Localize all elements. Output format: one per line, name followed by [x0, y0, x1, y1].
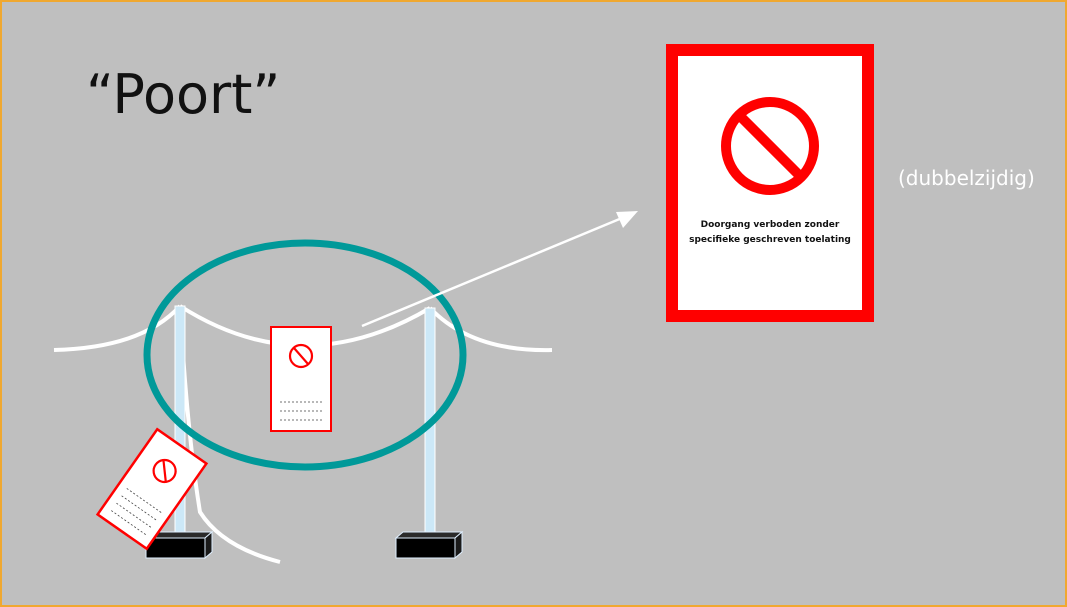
big-sign-line-1: Doorgang verboden zonder	[678, 218, 862, 233]
big-sign-text: Doorgang verboden zonder specifieke gesc…	[678, 218, 862, 248]
no-entry-icon	[718, 94, 822, 198]
big-sign-line-2: specifieke geschreven toelating	[678, 233, 862, 248]
small-sign-hanging	[271, 327, 331, 431]
double-sided-note: (dubbelzijdig)	[898, 168, 1035, 188]
big-sign: Doorgang verboden zonder specifieke gesc…	[666, 44, 874, 322]
post-base-right	[396, 532, 462, 558]
